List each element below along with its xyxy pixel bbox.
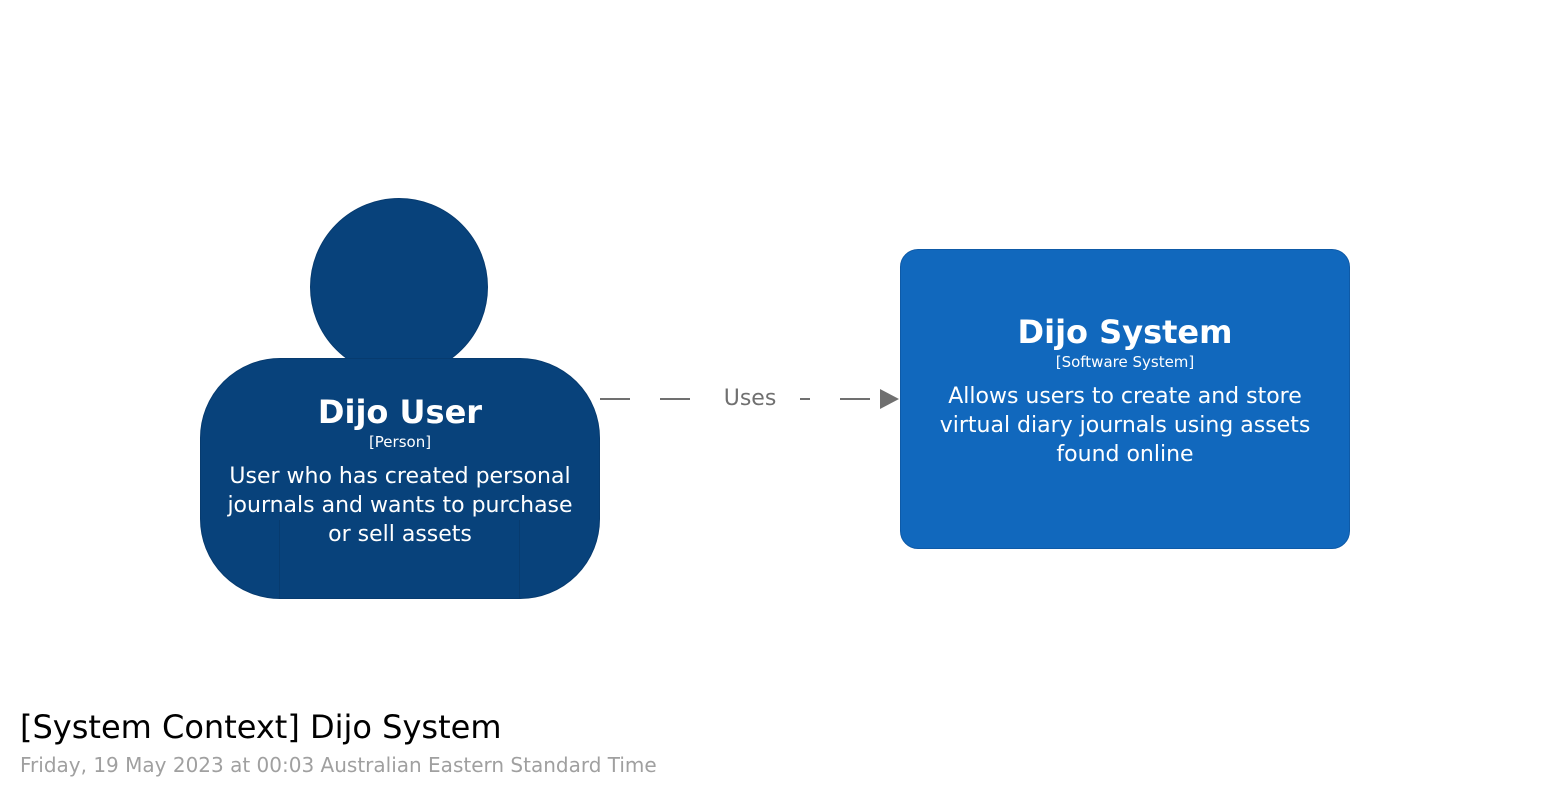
person-arm-right-line — [519, 520, 520, 599]
system-description: Allows users to create and store virtual… — [939, 384, 1311, 467]
diagram-subtitle: Friday, 19 May 2023 at 00:03 Australian … — [20, 753, 657, 777]
system-name: Dijo System — [1017, 313, 1233, 351]
relationship-arrowhead — [880, 389, 899, 409]
system-type: [Software System] — [1055, 353, 1195, 371]
software-system-text: Dijo System [Software System] Allows use… — [920, 312, 1330, 469]
person-type: [Person] — [368, 433, 432, 451]
diagram-title: [System Context] Dijo System — [20, 708, 502, 746]
person-arm-left-line — [279, 520, 280, 599]
person-body-shape[interactable] — [200, 358, 600, 599]
person-name: Dijo User — [317, 393, 483, 431]
relationship-label: Uses — [700, 384, 800, 414]
person-element-text: Dijo User [Person] User who has created … — [215, 392, 585, 549]
software-system-box[interactable] — [900, 249, 1350, 549]
person-description: User who has created personal journals a… — [227, 464, 573, 547]
person-head-shape[interactable] — [310, 198, 488, 376]
